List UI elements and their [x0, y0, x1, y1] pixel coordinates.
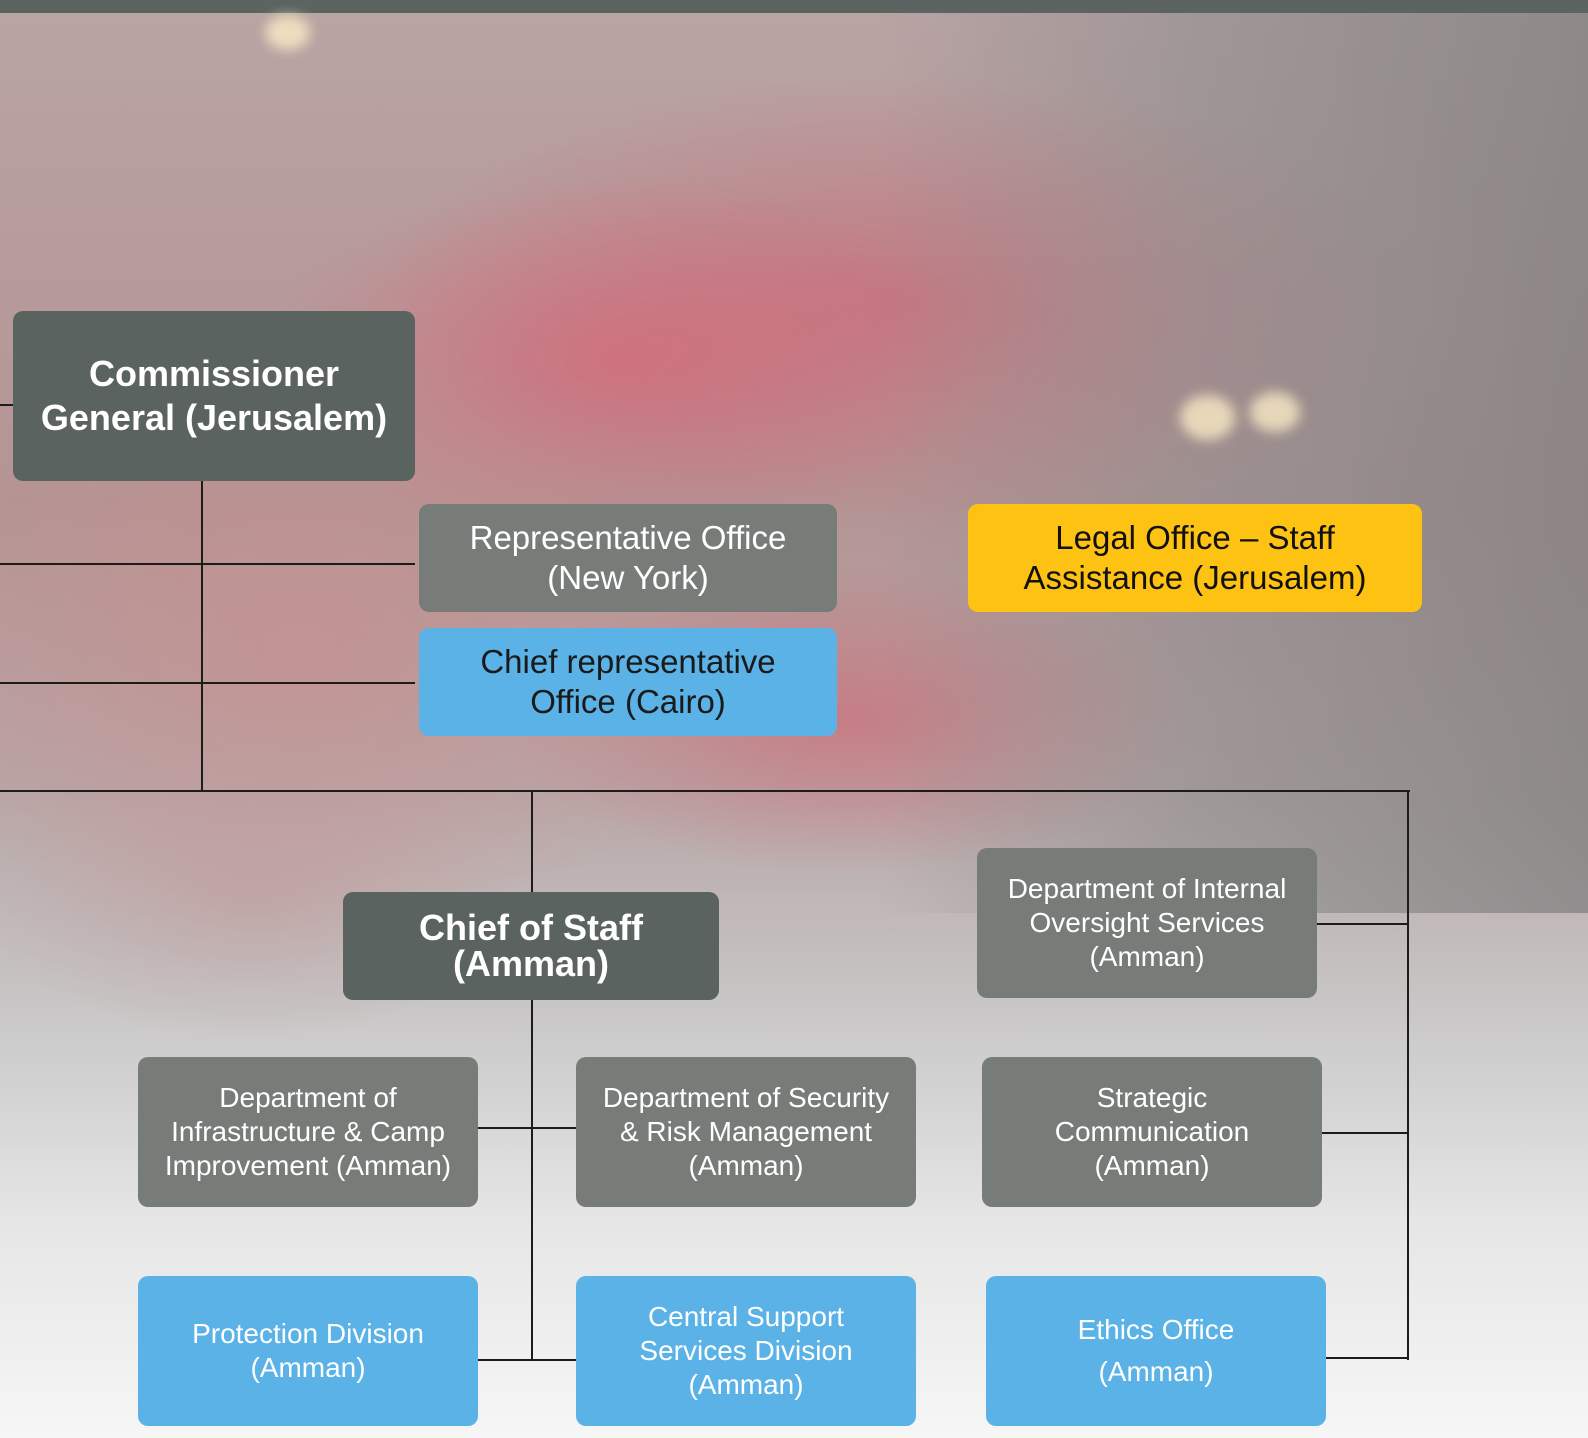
central-support-label: Central Support Services Division (Amman… [639, 1300, 853, 1401]
commissioner-general-label: Commissioner General (Jerusalem) [40, 353, 388, 438]
ethics-office-box: Ethics Office (Amman) [986, 1276, 1326, 1426]
connector-line [531, 1000, 533, 1361]
top-bar [0, 0, 1588, 13]
connector-line [0, 682, 415, 684]
background-light [1250, 392, 1300, 432]
connector-line [531, 790, 533, 892]
chief-representative-office-box: Chief representative Office (Cairo) [419, 628, 837, 736]
security-risk-label: Department of Security & Risk Management… [602, 1081, 890, 1182]
connector-line [0, 404, 13, 406]
connector-line [478, 1127, 576, 1129]
protection-division-label: Protection Division (Amman) [192, 1317, 424, 1383]
internal-oversight-box: Department of Internal Oversight Service… [977, 848, 1317, 998]
connector-line [1317, 923, 1409, 925]
connector-line [1407, 790, 1409, 1360]
strategic-communication-box: Strategic Communication (Amman) [982, 1057, 1322, 1207]
connector-line [478, 1359, 576, 1361]
background-light [265, 15, 310, 50]
protection-division-box: Protection Division (Amman) [138, 1276, 478, 1426]
infrastructure-camp-box: Department of Infrastructure & Camp Impr… [138, 1057, 478, 1207]
strategic-communication-label: Strategic Communication (Amman) [1054, 1081, 1250, 1182]
representative-office-label: Representative Office (New York) [469, 518, 787, 596]
connector-line [0, 790, 1410, 792]
background-shade [880, 13, 1588, 913]
ethics-office-label: Ethics Office (Amman) [1077, 1314, 1235, 1387]
legal-office-box: Legal Office – Staff Assistance (Jerusal… [968, 504, 1422, 612]
connector-line [0, 563, 415, 565]
connector-line [201, 480, 203, 792]
background-light [1180, 395, 1235, 440]
security-risk-box: Department of Security & Risk Management… [576, 1057, 916, 1207]
chief-representative-office-label: Chief representative Office (Cairo) [480, 642, 776, 720]
internal-oversight-label: Department of Internal Oversight Service… [1007, 872, 1287, 973]
chief-of-staff-label: Chief of Staff (Amman) [419, 907, 643, 984]
central-support-box: Central Support Services Division (Amman… [576, 1276, 916, 1426]
infrastructure-camp-label: Department of Infrastructure & Camp Impr… [164, 1081, 452, 1182]
chief-of-staff-box: Chief of Staff (Amman) [343, 892, 719, 1000]
connector-line [1322, 1132, 1409, 1134]
legal-office-label: Legal Office – Staff Assistance (Jerusal… [1023, 518, 1367, 596]
commissioner-general-box: Commissioner General (Jerusalem) [13, 311, 415, 481]
connector-line [1326, 1357, 1409, 1359]
representative-office-box: Representative Office (New York) [419, 504, 837, 612]
